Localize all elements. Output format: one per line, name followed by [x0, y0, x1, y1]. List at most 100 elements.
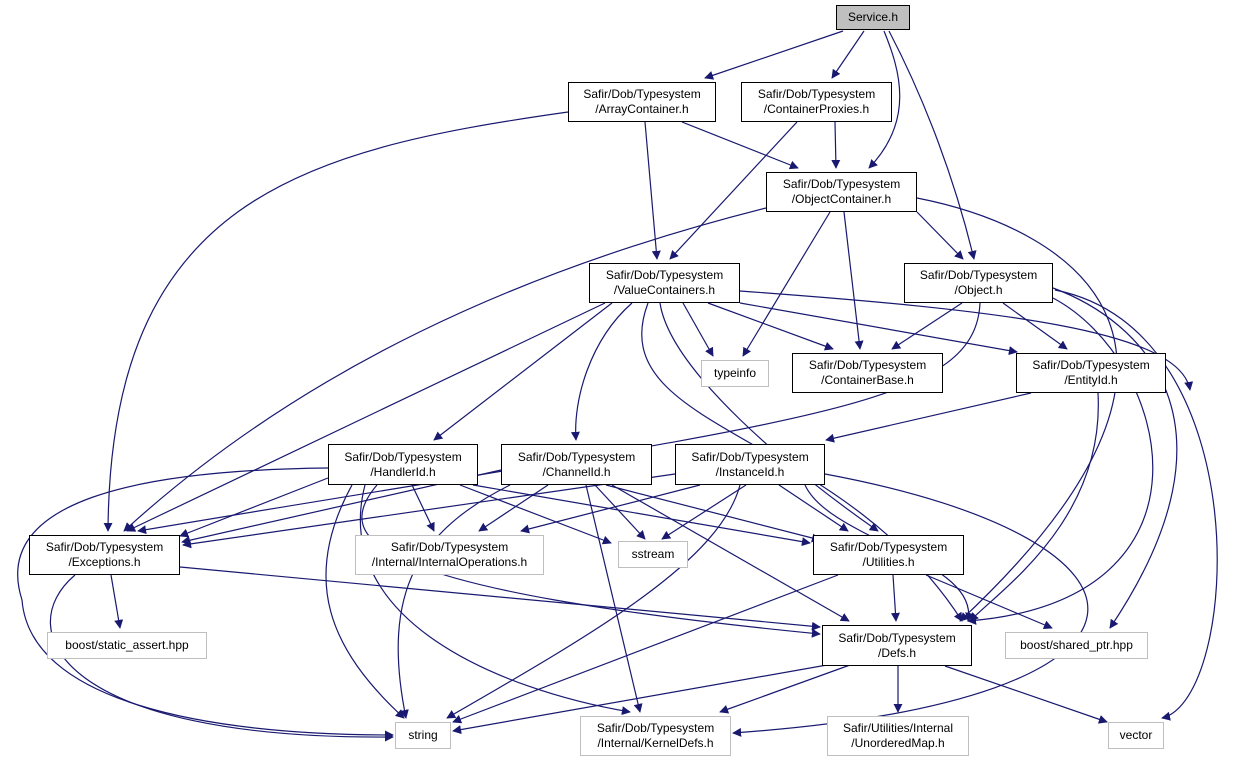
edge-val-sharedptr-a	[739, 290, 1194, 391]
node-label: Safir/Dob/Typesystem	[583, 87, 701, 101]
edge-inst-kernel	[732, 473, 1089, 737]
edge-arr-exc	[103, 111, 569, 532]
edge-obj-exc	[137, 302, 981, 535]
edge-hand-string	[325, 484, 405, 719]
node-label: /EntityId.h	[1064, 373, 1118, 387]
edge-obj-vector	[1054, 289, 1218, 721]
node-label: Safir/Dob/Typesystem	[605, 268, 724, 282]
node-label: /ValueContainers.h	[613, 283, 716, 297]
node-label: Safir/Dob/Typesystem	[808, 358, 927, 372]
node-sstream[interactable]: sstream	[618, 541, 688, 568]
edge-obj-sharedptr	[1052, 287, 1178, 629]
edge-hand-internalops	[411, 484, 435, 532]
edge-val-entity	[739, 302, 1018, 356]
node-handler-id-h[interactable]: Safir/Dob/Typesystem /HandlerId.h	[328, 444, 478, 485]
edge-chan-utils	[605, 484, 821, 543]
node-value-containers-h[interactable]: Safir/Dob/Typesystem /ValueContainers.h	[589, 263, 740, 303]
node-utilities-h[interactable]: Safir/Dob/Typesystem /Utilities.h	[813, 535, 964, 575]
node-object-container-h[interactable]: Safir/Dob/Typesystem /ObjectContainer.h	[766, 172, 917, 212]
node-kernel-defs-h[interactable]: Safir/Dob/Typesystem /Internal/KernelDef…	[580, 716, 731, 756]
node-container-base-h[interactable]: Safir/Dob/Typesystem /ContainerBase.h	[792, 353, 943, 393]
node-label: /Object.h	[954, 283, 1003, 297]
node-label: /UnorderedMap.h	[851, 736, 945, 750]
edge-val-exc	[126, 302, 606, 532]
node-label: Safir/Dob/Typesystem	[1032, 358, 1150, 372]
node-label: /ArrayContainer.h	[595, 102, 689, 116]
edge-exc-static	[110, 574, 124, 629]
node-channel-id-h[interactable]: Safir/Dob/Typesystem /ChannelId.h	[501, 444, 652, 485]
edge-val-cbase	[707, 302, 834, 351]
edge-val-channel	[570, 302, 633, 441]
node-exceptions-h[interactable]: Safir/Dob/Typesystem /Exceptions.h	[29, 535, 180, 575]
node-label: /HandlerId.h	[370, 464, 436, 479]
edge-svc-proxies	[831, 30, 865, 79]
node-label: boost/shared_ptr.hpp	[1020, 638, 1133, 652]
node-label: sstream	[631, 547, 675, 561]
edge-exc-string	[49, 574, 394, 742]
node-label: Safir/Dob/Typesystem	[782, 177, 901, 191]
node-label: /ObjectContainer.h	[791, 192, 892, 206]
node-label: Safir/Dob/Typesystem	[344, 449, 462, 464]
node-container-proxies-h[interactable]: Safir/Dob/Typesystem /ContainerProxies.h	[741, 82, 892, 122]
edge-chan-sstream	[594, 484, 646, 540]
edge-ent-defs	[969, 392, 1099, 622]
edge-defs-string	[452, 664, 828, 735]
node-label: Safir/Dob/Typesystem	[838, 630, 956, 645]
edge-hand-string-b	[17, 467, 394, 740]
edge-objc-exc	[123, 207, 767, 532]
node-defs-h[interactable]: Safir/Dob/Typesystem /Defs.h	[822, 625, 972, 666]
node-vector[interactable]: vector	[1108, 722, 1164, 749]
edge-svc-objcont	[868, 30, 901, 169]
node-static-assert-hpp[interactable]: boost/static_assert.hpp	[47, 632, 207, 659]
edge-hand-kernel	[359, 484, 631, 716]
node-entity-id-h[interactable]: Safir/Dob/Typesystem /EntityId.h	[1016, 353, 1166, 393]
edge-hand-sstream	[459, 484, 612, 545]
node-label: /Defs.h	[877, 645, 916, 660]
node-label: Safir/Dob/Typesystem	[919, 268, 1038, 282]
edge-util-defs	[890, 574, 900, 622]
edge-inst-sstream	[661, 484, 747, 540]
node-label: Safir/Dob/Typesystem	[596, 721, 715, 735]
node-label: Safir/Dob/Typesystem	[691, 449, 809, 464]
node-label: Safir/Dob/Typesystem	[757, 87, 876, 101]
edge-obj-defs	[967, 297, 1154, 625]
node-label: /Internal/KernelDefs.h	[597, 736, 714, 750]
edge-prox-value	[669, 121, 798, 260]
edge-objc-typeinfo	[742, 211, 831, 357]
node-label: /Exceptions.h	[68, 555, 141, 569]
edge-inst-exc	[182, 473, 676, 549]
node-label: boost/static_assert.hpp	[65, 638, 189, 652]
edge-ent-inst	[825, 392, 1032, 443]
node-internal-operations-h[interactable]: Safir/Dob/Typesystem /Internal/InternalO…	[355, 535, 544, 575]
edge-arr-value	[644, 121, 661, 260]
node-label: Safir/Dob/Typesystem	[517, 449, 636, 464]
node-service-h[interactable]: Service.h	[836, 5, 910, 30]
edge-svc-array	[704, 30, 844, 80]
node-label: string	[408, 728, 438, 742]
edge-obj-entity	[1002, 302, 1068, 350]
node-instance-id-h[interactable]: Safir/Dob/Typesystem /InstanceId.h	[675, 444, 825, 485]
node-unordered-map-h[interactable]: Safir/Utilities/Internal /UnorderedMap.h	[827, 716, 969, 756]
node-label: /ContainerProxies.h	[763, 102, 870, 116]
edge-svc-object	[888, 30, 977, 260]
node-label: typeinfo	[713, 366, 757, 380]
edge-obj-cbase	[891, 302, 963, 350]
edge-prox-objcont	[831, 121, 841, 169]
edge-chan-string	[397, 484, 511, 719]
node-object-h[interactable]: Safir/Dob/Typesystem /Object.h	[904, 263, 1053, 303]
node-array-container-h[interactable]: Safir/Dob/Typesystem /ArrayContainer.h	[568, 82, 716, 122]
node-shared-ptr-hpp[interactable]: boost/shared_ptr.hpp	[1005, 632, 1148, 659]
edge-val-typeinfo	[682, 302, 714, 357]
node-label: Safir/Dob/Typesystem	[45, 540, 164, 554]
node-string[interactable]: string	[395, 722, 451, 749]
node-label: /Internal/InternalOperations.h	[371, 555, 528, 569]
edge-chan-internalops	[478, 484, 549, 532]
node-typeinfo[interactable]: typeinfo	[701, 360, 769, 387]
node-label: vector	[1119, 728, 1153, 742]
edge-chan-kernel	[585, 484, 643, 713]
edge-objc-defs	[916, 197, 1118, 622]
edge-hand-exc	[179, 477, 329, 538]
edge-defs-kernel	[719, 664, 851, 714]
edge-exc-defs	[179, 566, 821, 631]
